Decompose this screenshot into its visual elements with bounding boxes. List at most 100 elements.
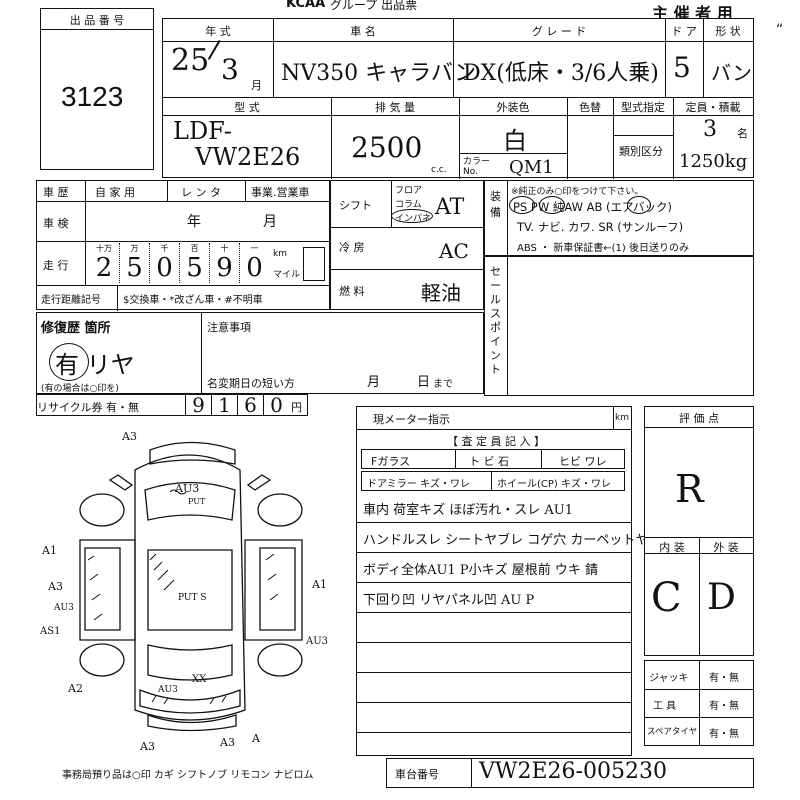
- load-capacity-value: 1250kg: [679, 151, 748, 172]
- inspector-remark-line: ハンドルスレ シートヤブレ コゲ穴 カーペットヤブレ: [357, 523, 674, 553]
- body-type-value: バン: [711, 61, 752, 85]
- color-code-value: QM1: [509, 157, 554, 178]
- grade-label: グ レ ー ド: [531, 25, 587, 38]
- fuel-label: 燃 料: [339, 285, 365, 298]
- recycle-label: リサイクル券 有・無: [37, 401, 139, 414]
- sheet-title: グループ 出品票: [330, 0, 418, 12]
- history-private: 自 家 用: [95, 186, 135, 199]
- repair-note: (有の場合は○印を): [41, 384, 119, 394]
- fuel-value: 軽油: [421, 281, 461, 305]
- inspector-empty-line: [357, 643, 631, 673]
- shift-value: AT: [435, 195, 465, 220]
- mileage-unit-label: 千: [160, 244, 169, 253]
- capacity-unit: 名: [737, 127, 748, 140]
- tool-value: 有・無: [709, 701, 739, 712]
- mirror-label: ドアミラー キズ・ワレ: [367, 479, 470, 490]
- repair-label: 修復歴 箇所: [41, 321, 111, 336]
- model-code-line1: LDF-: [173, 117, 232, 145]
- recycle-digit: 6: [237, 395, 263, 415]
- doors-label: ド ア: [671, 25, 697, 38]
- color-change-label: 色替: [579, 101, 601, 114]
- mileage-unit-label: 百: [190, 244, 199, 253]
- type-designation-label: 型式指定: [621, 101, 665, 114]
- recycle-digit: 1: [211, 395, 237, 415]
- capacity-label: 定員・積載: [685, 101, 741, 114]
- mark-xx-rear: XX: [192, 674, 207, 685]
- mileage-notes-label: 走行距離記号: [41, 295, 101, 306]
- crack-label: ヒビ ワレ: [559, 455, 607, 468]
- doors-value: 5: [673, 51, 691, 84]
- mark-a-br: A: [251, 732, 261, 745]
- stone-chip-label: ト ビ 石: [469, 455, 509, 468]
- mark-au3-right: AU3: [305, 636, 328, 647]
- mark-a1-right: A1: [311, 578, 327, 591]
- mileage-unit-label: 十: [220, 244, 229, 253]
- tool-label: 工 具: [653, 701, 677, 712]
- equipment-note: ※純正のみ○印をつけて下さい。: [511, 187, 644, 197]
- evaluation-label: 評 価 点: [679, 412, 719, 425]
- mark-a1-left: A1: [41, 544, 57, 557]
- spare-value: 有・無: [709, 729, 739, 740]
- evaluation-score: R: [675, 467, 704, 511]
- meter-unit: km: [615, 413, 629, 423]
- notes-label: 注意事項: [207, 321, 251, 334]
- sales-point-label: セールスポイント: [490, 265, 501, 376]
- auction-brand: KCAA: [286, 0, 326, 11]
- wheel-rear-right-icon: [257, 643, 303, 677]
- body-type-label: 形 状: [715, 25, 741, 38]
- model-name-label: 車 名: [350, 25, 376, 38]
- inspection-month: 月: [263, 214, 277, 230]
- meter-label: 現メーター指示: [373, 413, 450, 426]
- displacement-unit: c.c.: [431, 165, 447, 175]
- inspector-empty-line: [357, 673, 631, 703]
- exterior-score: D: [707, 577, 736, 618]
- equipment-line2: TV. ナビ. カワ. SR (サンルーフ): [517, 220, 684, 234]
- mileage-unit-mile: マイル: [273, 270, 301, 280]
- aircon-value: AC: [439, 239, 469, 263]
- mileage-digit: 2: [95, 253, 113, 283]
- recycle-digit: 9: [185, 395, 211, 415]
- mark-au3-left: AU3: [53, 603, 74, 613]
- chassis-number-label: 車台番号: [395, 768, 439, 781]
- grade-value: DX(低床・3/6人乗): [463, 61, 659, 86]
- color-code-label: カラー No.: [463, 157, 491, 177]
- car-body-outline: [134, 454, 246, 721]
- shift-label: シフト: [339, 199, 372, 212]
- glass-label: Fガラス: [371, 455, 411, 468]
- shift-column: コラム: [395, 200, 422, 210]
- year-value: 25: [171, 43, 210, 78]
- inspector-remark-line: 下回り凹 リヤパネル凹 AU P: [357, 583, 631, 613]
- name-change-month: 月: [367, 375, 381, 390]
- equipment-line3: ABS ・ 新車保証書←(1) 後日送りのみ: [517, 243, 689, 254]
- inspector-header: 【 査 定 員 記 入 】: [447, 435, 545, 448]
- recycle-digit: 0: [263, 395, 289, 415]
- tools-block: ジャッキ 有・無 工 具 有・無 スペアタイヤ 有・無: [644, 660, 754, 746]
- mark-a2-bl: A2: [67, 682, 83, 695]
- mark-a3-top: A3: [121, 430, 137, 443]
- wheel-label: ホイール(CP) キズ・ワレ: [497, 479, 611, 490]
- interior-label: 内 装: [659, 541, 685, 554]
- evaluation-block: 評 価 点 R 内 装 外 装 C D: [644, 406, 754, 656]
- wheel-front-left-icon: [79, 493, 125, 527]
- mark-p-roof: PUT: [188, 497, 206, 506]
- name-change-day: 日: [417, 375, 431, 390]
- mileage-digit: 9: [216, 253, 233, 283]
- spare-label: スペアタイヤ: [647, 727, 698, 737]
- inspector-empty-line: [357, 613, 631, 643]
- shift-floor: フロア: [395, 186, 423, 196]
- mileage-digit: 0: [156, 253, 173, 283]
- month-value: 3: [221, 53, 239, 86]
- model-name-value: NV350 キャラバン: [281, 61, 477, 86]
- class-division-label: 類別区分: [619, 145, 663, 158]
- wheel-rear-left-icon: [79, 643, 125, 677]
- car-damage-diagram: A3 AU3 PUT A1 A3 AU3 AS1 A1 AU3 PUT S A2…: [40, 430, 328, 753]
- lot-number-value: 3123: [61, 81, 124, 112]
- office-items-note: 事務局預り品は○印 カギ シフトノブ リモコン ナビロム: [62, 770, 314, 781]
- lot-number-label: 出 品 番 号: [69, 14, 125, 27]
